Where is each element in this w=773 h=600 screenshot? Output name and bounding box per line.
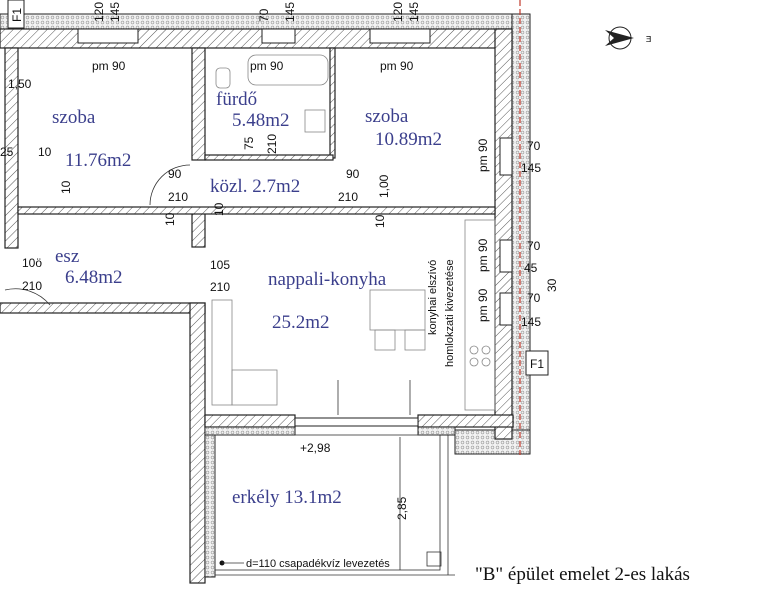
bathtub [247, 54, 329, 86]
room-furdo-name: fürdő [216, 89, 257, 110]
dim-150: 1,50 [8, 77, 32, 91]
room-nappali-area: 25.2m2 [272, 312, 330, 333]
dim-45: 45 [524, 261, 538, 275]
dim-120: 120 [391, 2, 405, 22]
f1-marker-right: F1 [525, 350, 549, 376]
sofa [211, 299, 233, 406]
room-furdo-area: 5.48m2 [232, 110, 290, 131]
dim-pm90: pm 90 [476, 138, 490, 172]
dim-210: 210 [265, 134, 279, 154]
dim-210: 210 [22, 279, 42, 293]
dim-10: 10 [373, 214, 387, 228]
dim-70: 70 [527, 239, 541, 253]
dim-90: 90 [168, 167, 182, 181]
room-szoba2-area: 10.89m2 [375, 129, 442, 150]
room-kozl: közl. 2.7m2 [210, 176, 300, 197]
dim-10: 10 [163, 212, 177, 226]
dim-210: 210 [168, 190, 188, 204]
dim-30: 30 [545, 278, 559, 292]
svg-text:F1: F1 [10, 8, 24, 22]
dim-298: +2,98 [300, 441, 331, 455]
note-drain: d=110 csapadékvíz levezetés [246, 558, 390, 570]
dim-105: 105 [210, 258, 230, 272]
dim-pm90: pm 90 [380, 59, 414, 73]
dim-pm90: pm 90 [92, 59, 126, 73]
dim-210: 210 [338, 190, 358, 204]
balcony-outline [214, 434, 455, 576]
north-arrow-icon: ᴲ [605, 26, 651, 50]
svg-text:ᴲ: ᴲ [646, 34, 651, 48]
dim-145: 145 [283, 2, 297, 22]
dim-108: 10ö [22, 256, 42, 270]
dim-75: 75 [242, 136, 256, 150]
outer-insulation [0, 13, 531, 455]
furniture [4, 54, 496, 415]
kitchen-counter [464, 219, 496, 411]
room-nappali-name: nappali-konyha [268, 269, 387, 290]
svg-text:F1: F1 [530, 357, 544, 371]
toilet [215, 67, 231, 89]
dim-210: 210 [210, 280, 230, 294]
door-swing [4, 288, 51, 306]
room-erkely: erkély 13.1m2 [232, 487, 342, 508]
room-szoba2-name: szoba [365, 106, 409, 127]
room-szoba1-name: szoba [52, 107, 96, 128]
sink [304, 109, 326, 133]
dim-pm90: pm 90 [476, 288, 490, 322]
dim-145: 145 [521, 161, 541, 175]
dim-10: 10 [38, 145, 52, 159]
dim-120: 120 [92, 2, 106, 22]
dim-100: 1,00 [377, 174, 391, 198]
room-szoba1-area: 11.76m2 [65, 150, 131, 171]
dim-25: 25 [0, 145, 14, 159]
note-hood-outlet: homlokzati kivezetése [444, 259, 456, 367]
dim-285: 2,85 [395, 496, 409, 520]
sofa-corner [231, 369, 278, 406]
note-hood: konyhai elszívó [427, 260, 439, 335]
dim-70: 70 [527, 139, 541, 153]
dim-pm90: pm 90 [476, 238, 490, 272]
dim-145: 145 [521, 315, 541, 329]
dining-table [369, 289, 426, 331]
room-esz-area: 6.48m2 [65, 267, 123, 288]
dim-pm90: pm 90 [250, 59, 284, 73]
dim-145: 145 [407, 2, 421, 22]
dim-70: 70 [527, 291, 541, 305]
room-esz-name: esz [55, 246, 79, 267]
dim-10: 10 [59, 180, 73, 194]
dim-70: 70 [257, 8, 271, 22]
dim-90: 90 [346, 167, 360, 181]
windows [77, 28, 513, 427]
dim-145: 145 [108, 2, 122, 22]
plan-caption: "B" épület emelet 2-es lakás [475, 564, 690, 585]
dim-10: 10 [212, 202, 226, 216]
door-swing [149, 164, 191, 206]
f1-marker-top: F1 [7, 0, 25, 29]
